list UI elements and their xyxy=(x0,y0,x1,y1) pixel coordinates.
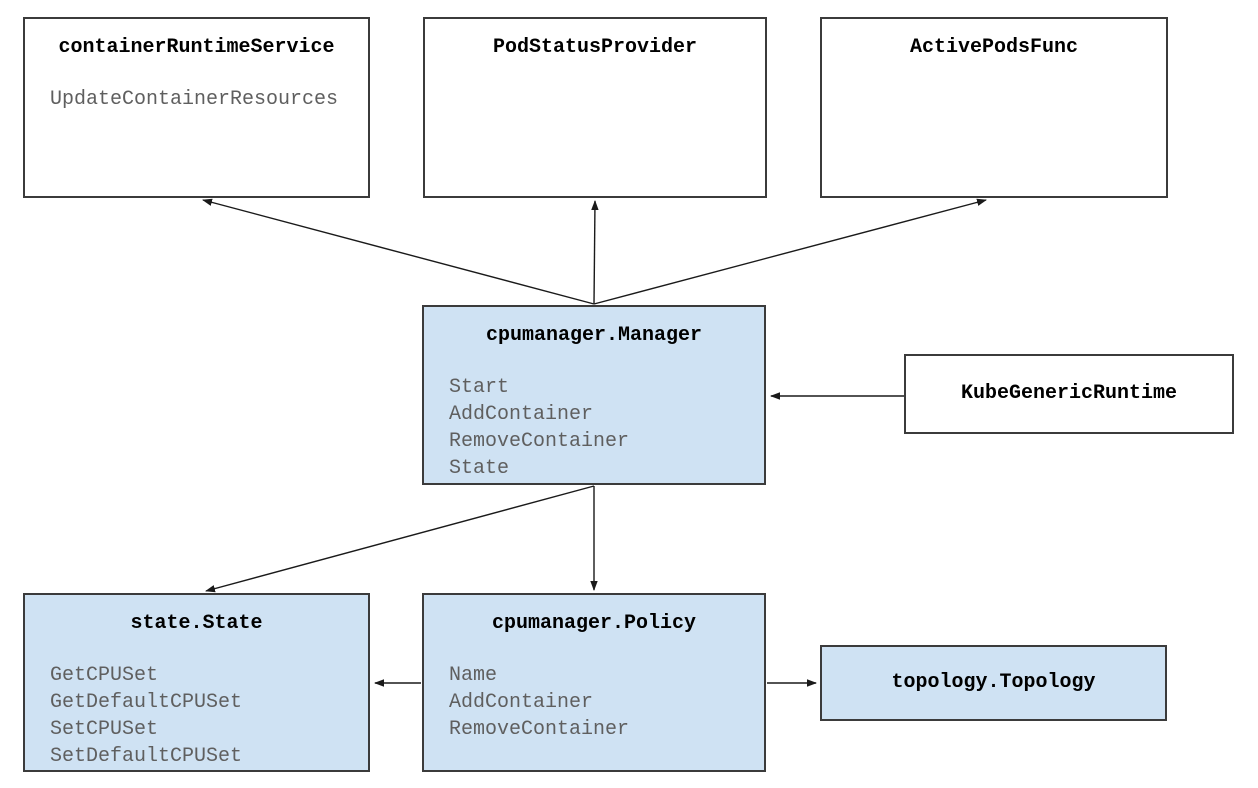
arrow-manager-to-containerruntimeservice xyxy=(202,198,595,305)
method-item: UpdateContainerResources xyxy=(50,88,339,111)
node-methods: GetCPUSet GetDefaultCPUSet SetCPUSet Set… xyxy=(25,662,368,770)
node-methods: UpdateContainerResources xyxy=(25,86,368,113)
method-item: State xyxy=(449,457,510,480)
node-topology-topology: topology.Topology xyxy=(820,645,1167,721)
arrow-manager-to-state xyxy=(205,485,595,593)
node-active-pods-func: ActivePodsFunc xyxy=(820,17,1168,198)
node-title: state.State xyxy=(130,612,263,635)
method-item: GetDefaultCPUSet xyxy=(50,691,243,714)
node-title: PodStatusProvider xyxy=(492,36,698,59)
node-container-runtime-service: containerRuntimeService UpdateContainerR… xyxy=(23,17,370,198)
method-item: Start xyxy=(449,376,510,399)
node-state-state: state.State GetCPUSet GetDefaultCPUSet S… xyxy=(23,593,370,772)
node-cpumanager-policy: cpumanager.Policy Name AddContainer Remo… xyxy=(422,593,766,772)
node-title: containerRuntimeService xyxy=(58,36,335,59)
node-pod-status-provider: PodStatusProvider xyxy=(423,17,767,198)
method-item: RemoveContainer xyxy=(449,718,630,741)
method-item: Name xyxy=(449,664,498,687)
node-title: KubeGenericRuntime xyxy=(960,382,1178,405)
node-methods: Start AddContainer RemoveContainer State xyxy=(424,374,764,482)
method-item: AddContainer xyxy=(449,691,594,714)
method-item: AddContainer xyxy=(449,403,594,426)
node-kube-generic-runtime: KubeGenericRuntime xyxy=(904,354,1234,434)
node-title: cpumanager.Policy xyxy=(491,612,697,635)
node-title: topology.Topology xyxy=(891,671,1096,694)
arrow-kubegenericruntime-to-manager-top-right xyxy=(593,198,987,305)
node-title: ActivePodsFunc xyxy=(909,36,1079,59)
arrow-manager-to-podstatusprovider xyxy=(591,200,599,305)
method-item: RemoveContainer xyxy=(449,430,630,453)
node-title: cpumanager.Manager xyxy=(485,324,703,347)
method-item: SetDefaultCPUSet xyxy=(50,745,243,768)
method-item: GetCPUSet xyxy=(50,664,159,687)
node-methods: Name AddContainer RemoveContainer xyxy=(424,662,764,743)
method-item: SetCPUSet xyxy=(50,718,159,741)
node-cpumanager-manager: cpumanager.Manager Start AddContainer Re… xyxy=(422,305,766,485)
